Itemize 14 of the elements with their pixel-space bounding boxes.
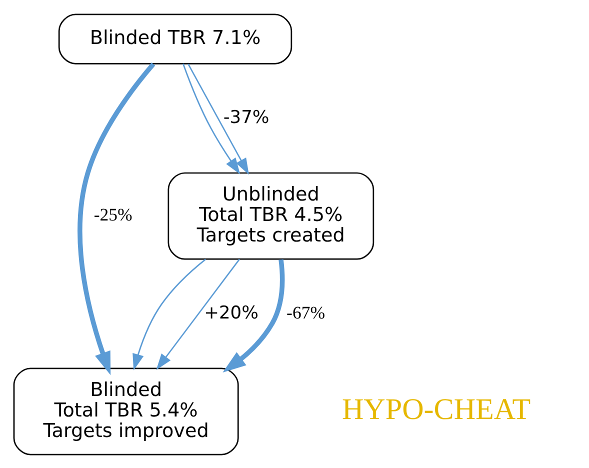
node-box: Blinded Total TBR 5.4% Targets improved [13,367,239,455]
arrow [188,63,249,174]
edge-label: +20% [204,302,258,323]
edge-label: -25% [94,204,132,224]
arrow [156,258,240,370]
label: HYPO-CHEAT [342,392,531,426]
arrow [132,258,206,370]
arrow [182,62,240,174]
edge-label: -37% [223,107,270,128]
arrow [222,258,285,372]
arrow [78,62,156,375]
edge-label: -67% [286,302,325,322]
node-box: Unblinded Total TBR 4.5% Targets created [168,172,374,260]
node-box: Blinded TBR 7.1% [58,13,292,64]
